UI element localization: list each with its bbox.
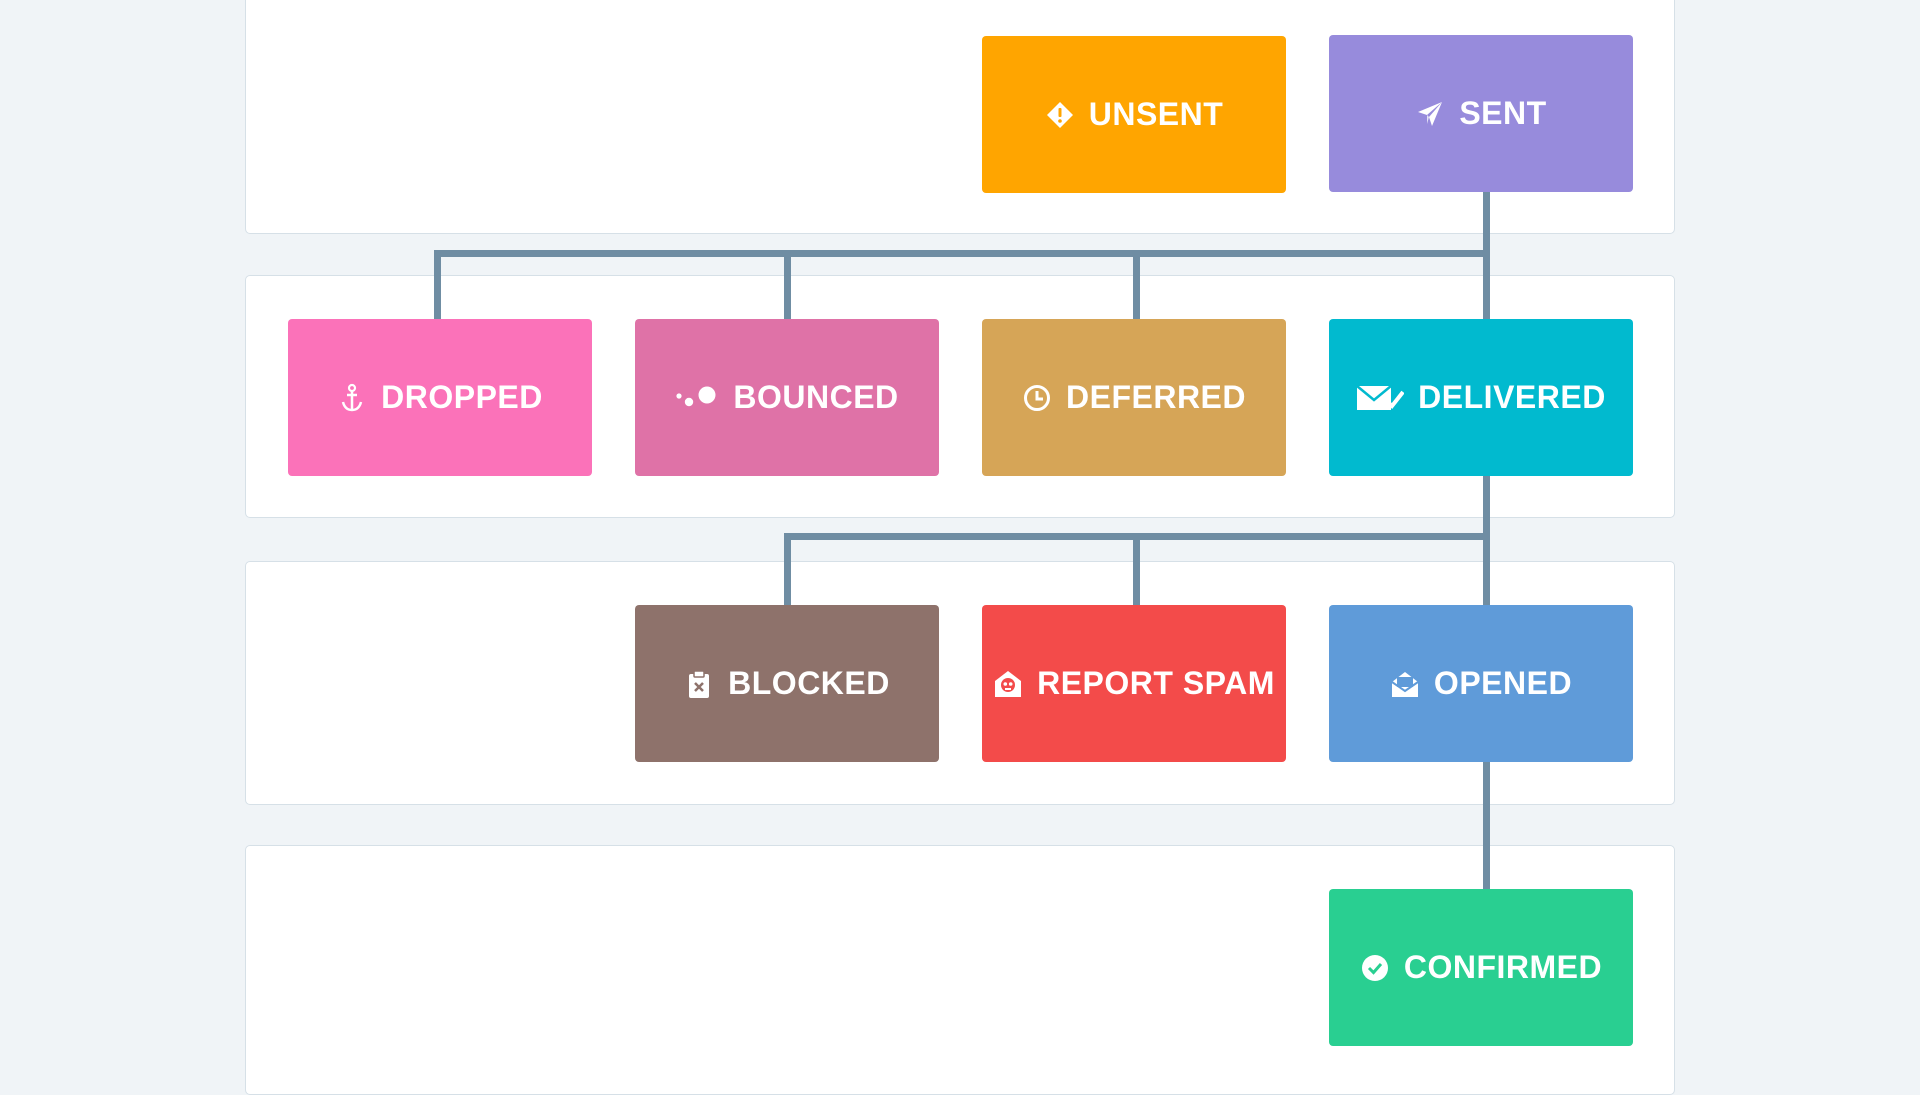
status-delivered[interactable]: DELIVERED: [1329, 319, 1633, 476]
connector-to-deferred: [1133, 250, 1140, 320]
status-sent[interactable]: SENT: [1329, 35, 1633, 192]
status-label: SENT: [1459, 95, 1547, 131]
status-label: CONFIRMED: [1403, 949, 1603, 985]
status-bounced[interactable]: BOUNCED: [635, 319, 939, 476]
connector-opened-to-confirmed: [1483, 760, 1490, 890]
status-label: OPENED: [1433, 665, 1573, 701]
connector-to-blocked: [784, 533, 791, 605]
clock-icon: [1022, 383, 1052, 413]
clipboard-x-icon: [684, 669, 714, 699]
bouncing-dots-icon: [675, 383, 719, 413]
anchor-icon: [337, 383, 367, 413]
status-label: UNSENT: [1088, 96, 1224, 132]
connector-to-report-spam: [1133, 533, 1140, 605]
connector-to-bounced: [784, 250, 791, 320]
paper-plane-icon: [1415, 99, 1445, 129]
status-report-spam[interactable]: REPORT SPAM: [982, 605, 1286, 762]
status-dropped[interactable]: DROPPED: [288, 319, 592, 476]
connector-row2-bus: [434, 250, 1490, 257]
status-blocked[interactable]: BLOCKED: [635, 605, 939, 762]
status-unsent[interactable]: UNSENT: [982, 36, 1286, 193]
status-label: DROPPED: [381, 379, 543, 415]
status-label: REPORT SPAM: [1037, 665, 1275, 701]
status-deferred[interactable]: DEFERRED: [982, 319, 1286, 476]
spam-skull-icon: [993, 669, 1023, 699]
status-label: DELIVERED: [1418, 379, 1606, 415]
status-label: BOUNCED: [733, 379, 899, 415]
status-label: DEFERRED: [1065, 379, 1246, 415]
open-envelope-icon: [1390, 669, 1420, 699]
status-opened[interactable]: OPENED: [1329, 605, 1633, 762]
warning-diamond-icon: [1045, 100, 1075, 130]
status-confirmed[interactable]: CONFIRMED: [1329, 889, 1633, 1046]
connector-to-dropped: [434, 250, 441, 320]
envelope-check-icon: [1356, 383, 1405, 413]
status-label: BLOCKED: [728, 665, 890, 701]
check-circle-icon: [1360, 953, 1390, 983]
